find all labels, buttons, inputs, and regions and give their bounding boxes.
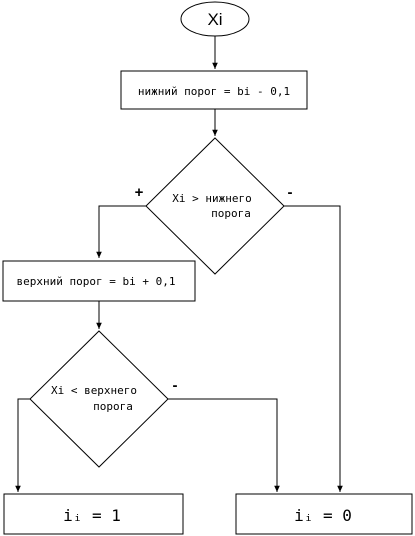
result-one: iᵢ = 1 (3, 493, 184, 535)
lower-decision: Xi > нижнего порога (145, 137, 285, 275)
lower-decision-line1: Xi > нижнего (172, 192, 251, 205)
start-node: Xi (180, 1, 250, 37)
upper-decision-line1: Xi < верхнего (51, 384, 137, 397)
upper-decision-no-label: - (173, 377, 178, 394)
lower-threshold-label: нижний порог = bi - 0,1 (138, 85, 290, 98)
result-one-label: iᵢ = 1 (63, 506, 121, 525)
lower-decision-yes-label: + (135, 184, 144, 201)
result-zero-label: iᵢ = 0 (294, 506, 352, 525)
upper-decision-line2: порога (93, 400, 133, 413)
lower-decision-no-label: - (288, 184, 293, 201)
lower-threshold-step: нижний порог = bi - 0,1 (120, 70, 308, 110)
edge-upper-decision-yes (15, 398, 30, 492)
upper-decision: Xi < верхнего порога (29, 330, 169, 468)
upper-threshold-step: верхний порог = bi + 0,1 (2, 260, 196, 302)
lower-decision-line2: порога (211, 207, 251, 220)
upper-threshold-label: верхний порог = bi + 0,1 (17, 275, 176, 288)
edge-upper-decision-no (168, 398, 280, 492)
result-zero: iᵢ = 0 (235, 493, 413, 535)
edge-lower-decision-yes (96, 205, 146, 258)
edge-lower-decision-no (284, 205, 343, 492)
start-label: Xi (207, 10, 222, 29)
